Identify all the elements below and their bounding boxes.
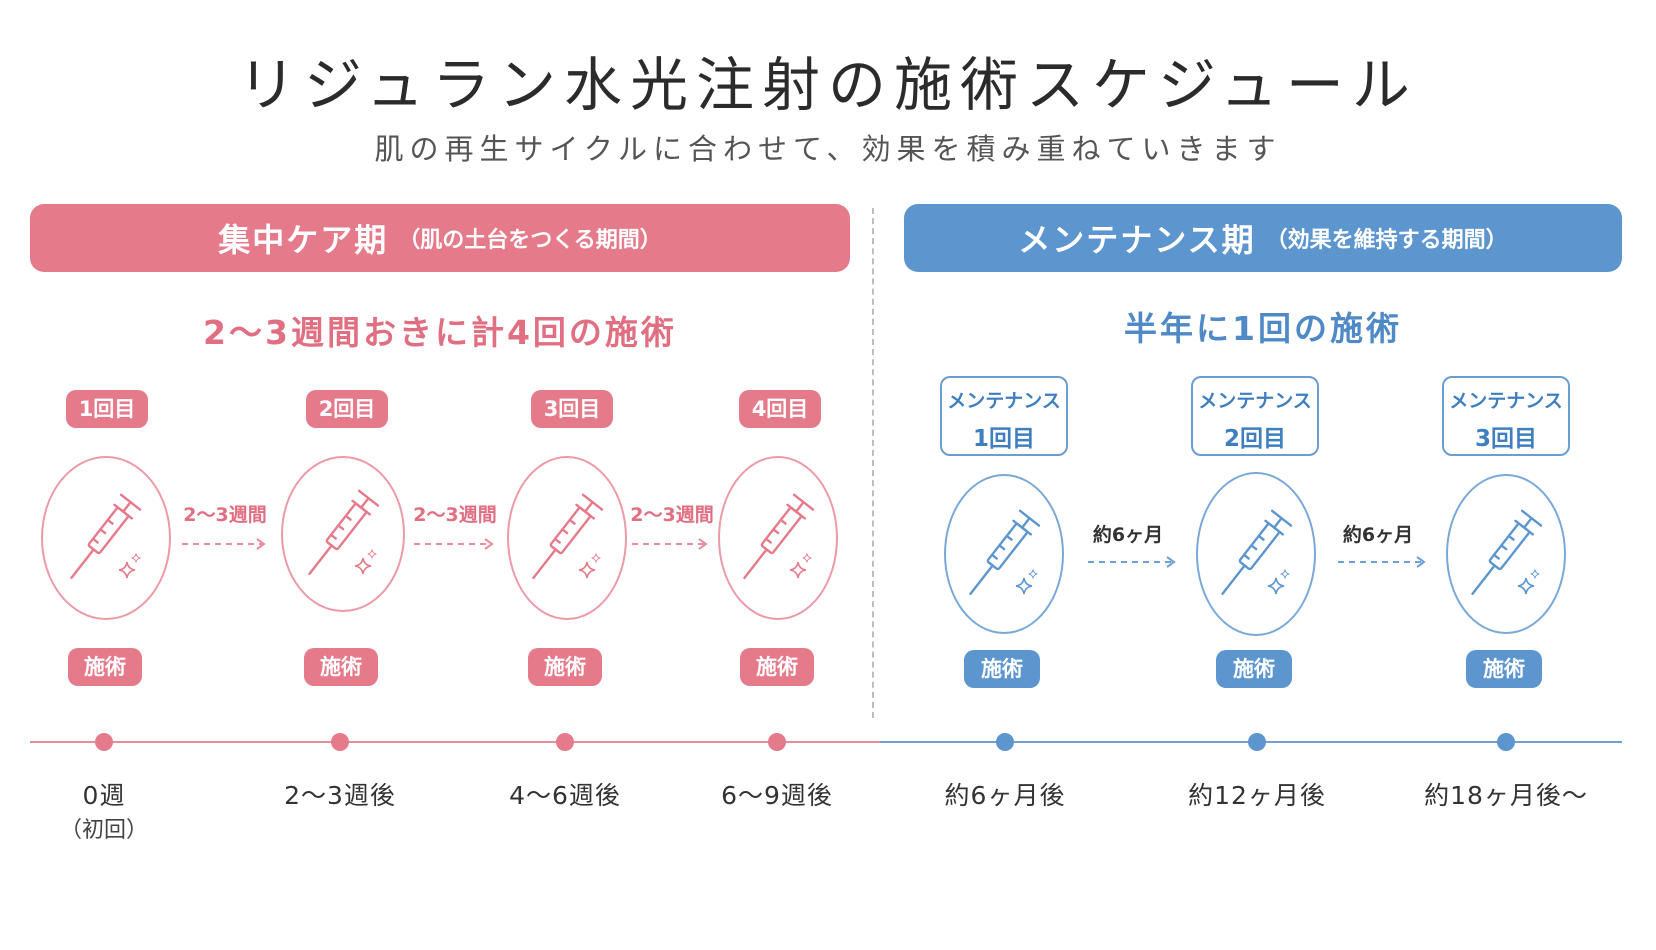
syringe-icon [1221,509,1293,596]
syringe-icon [969,509,1041,596]
action-badge-3: 施術 [528,648,602,686]
timeline-label-7: 約18ヶ月後～ [1424,781,1588,810]
syringe-icon [308,489,380,576]
action-badge-5: 施術 [964,650,1040,688]
action-badge-7: 施術 [1466,650,1542,688]
maintenance-badge-1: メンテナンス 1回目 [940,376,1068,456]
syringe-icon [1471,509,1543,596]
maintenance-phase-name: メンテナンス期 [1018,221,1256,259]
session-oval-3 [507,456,627,620]
page-title: リジュラン水光注射の施術スケジュール [238,51,1418,119]
maintenance-badge-3-line1: メンテナンス [1449,390,1563,412]
timeline-label-1: 0週 [82,781,126,810]
timeline-dot-7 [1497,733,1515,751]
timeline-dot-4 [768,733,786,751]
session-badge-1: 1回目 [66,390,148,428]
session-badge-2: 2回目 [306,390,388,428]
action-badge-4: 施術 [740,648,814,686]
maintenance-badge-2-line2: 2回目 [1223,426,1286,452]
timeline-label-5: 約6ヶ月後 [944,781,1066,810]
timeline-dot-6 [1248,733,1266,751]
intensive-phase-name: 集中ケア期 [218,221,389,259]
maintenance-badge-2-line1: メンテナンス [1198,390,1312,412]
syringe-icon [743,493,815,580]
action-badge-6: 施術 [1216,650,1292,688]
maintenance-oval-1 [944,474,1064,634]
syringe-icon [532,493,604,580]
session-oval-1 [41,456,171,620]
interval-label-5: 約6ヶ月 [1342,524,1414,546]
maintenance-badge-3: メンテナンス 3回目 [1442,376,1570,456]
action-badge-2: 施術 [304,648,378,686]
maintenance-oval-3 [1446,474,1566,634]
session-oval-2 [281,456,405,612]
maintenance-badge-2: メンテナンス 2回目 [1191,376,1319,456]
dashed-arrow-icon [1088,556,1176,568]
timeline-dot-1 [95,733,113,751]
maintenance-badge-3-line2: 3回目 [1474,426,1537,452]
timeline-sublabel-1: （初回） [59,818,148,843]
dashed-arrow-icon [182,538,266,550]
maintenance-frequency: 半年に1回の施術 [1124,309,1402,348]
session-oval-4 [718,456,838,620]
intensive-phase-header: 集中ケア期 （肌の土台をつくる期間） [30,204,850,272]
dashed-arrow-icon [1338,556,1426,568]
timeline-label-3: 4～6週後 [509,781,621,810]
action-badge-1: 施術 [68,648,142,686]
maintenance-phase-desc: （効果を維持する期間） [1265,228,1508,253]
timeline-dot-2 [331,733,349,751]
phase-divider [872,208,874,718]
session-badge-4: 4回目 [739,390,821,428]
timeline-dot-3 [556,733,574,751]
session-badge-3: 3回目 [531,390,613,428]
interval-label-3: 2～3週間 [630,504,714,526]
maintenance-oval-2 [1196,472,1316,636]
timeline-label-6: 約12ヶ月後 [1188,781,1326,810]
page-subtitle: 肌の再生サイクルに合わせて、効果を積み重ねていきます [374,132,1282,166]
interval-label-2: 2～3週間 [413,504,497,526]
timeline-line-intensive [30,741,890,743]
timeline-dot-5 [996,733,1014,751]
interval-label-1: 2～3週間 [183,504,267,526]
timeline-label-2: 2～3週後 [284,781,396,810]
interval-label-4: 約6ヶ月 [1092,524,1164,546]
dashed-arrow-icon [632,538,708,550]
timeline-label-4: 6～9週後 [721,781,833,810]
maintenance-badge-1-line1: メンテナンス [947,390,1061,412]
dashed-arrow-icon [414,538,494,550]
intensive-frequency: 2～3週間おきに計4回の施術 [203,313,677,352]
intensive-phase-desc: （肌の土台をつくる期間） [398,228,662,253]
maintenance-badge-1-line2: 1回目 [972,426,1035,452]
maintenance-phase-header: メンテナンス期 （効果を維持する期間） [904,204,1622,272]
syringe-icon [70,493,142,580]
